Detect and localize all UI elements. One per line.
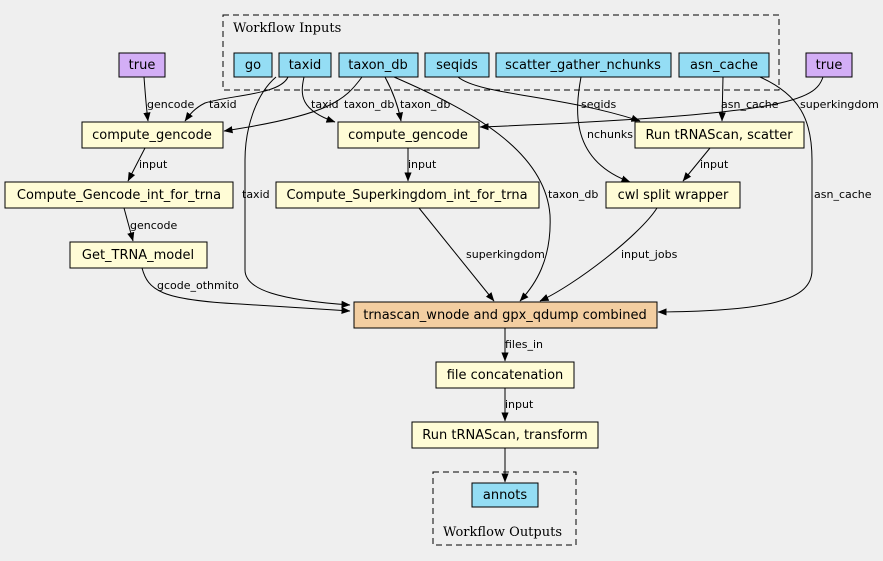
edge-label-asncache-combined: asn_cache xyxy=(814,188,872,201)
edge-taxondb-to-combined: taxon_db xyxy=(393,76,598,302)
edge-taxid-to-combined: taxid xyxy=(242,76,351,308)
edge-label-taxid-mid: taxid xyxy=(311,98,339,111)
edge-label-taxondb-mid: taxon_db xyxy=(400,98,450,111)
edge-cwl-split-to-combined: input_jobs xyxy=(539,207,678,302)
node-true-left-label: true xyxy=(129,58,156,73)
edge-seqids-to-run-trnascan-scatter: seqids xyxy=(457,76,641,122)
workflow-inputs-label: Workflow Inputs xyxy=(233,21,341,36)
edge-get-trna-model-to-combined: gcode_othmito xyxy=(141,267,351,315)
node-compute-superkingdom-int[interactable]: Compute_Superkingdom_int_for_trna xyxy=(275,181,540,209)
node-true-left[interactable]: true xyxy=(118,52,166,78)
node-file-concatenation[interactable]: file concatenation xyxy=(435,361,575,389)
node-scatter-gather-nchunks[interactable]: scatter_gather_nchunks xyxy=(495,52,672,78)
edge-combined-to-concatenation: files_in xyxy=(501,328,543,362)
edge-label-files-in: files_in xyxy=(505,338,543,351)
node-annots-label: annots xyxy=(483,488,527,503)
edge-label-taxid: taxid xyxy=(209,98,237,111)
node-asn-cache-label: asn_cache xyxy=(690,58,758,73)
node-annots[interactable]: annots xyxy=(471,482,539,508)
edge-label-input-left: input xyxy=(139,158,168,171)
node-seqids[interactable]: seqids xyxy=(424,52,490,78)
edge-label-gencode-model: gencode xyxy=(130,219,177,232)
edge-compute-gencode-left-to-int: input xyxy=(127,147,168,182)
node-run-trnascan-scatter-label: Run tRNAScan, scatter xyxy=(645,128,793,143)
node-go-label: go xyxy=(245,58,261,73)
edge-taxondb-to-compute-gencode-left: taxon_db xyxy=(223,76,394,134)
node-taxid-label: taxid xyxy=(289,58,322,73)
edge-label-gencode: gencode xyxy=(147,98,194,111)
edge-compute-gencode-mid-to-superkingdom: input xyxy=(404,148,437,182)
edge-label-input-jobs: input_jobs xyxy=(621,248,678,261)
edge-asncache-to-run-trnascan-scatter: asn_cache xyxy=(718,76,779,122)
edges: gencode taxid taxid taxon_db taxon_db se… xyxy=(123,76,879,483)
node-go[interactable]: go xyxy=(233,52,273,78)
node-trnascan-combined-label: trnascan_wnode and gpx_qdump combined xyxy=(363,308,646,323)
edge-superkingdom-to-combined: superkingdom xyxy=(418,207,545,302)
nodes: true true go taxid taxon_db seqids scatt… xyxy=(4,52,853,508)
node-taxid[interactable]: taxid xyxy=(278,52,332,78)
node-compute-gencode-mid-label: compute_gencode xyxy=(348,128,468,143)
edge-label-nchunks: nchunks xyxy=(587,128,633,141)
node-cwl-split-wrapper-label: cwl split wrapper xyxy=(618,188,729,203)
edge-concatenation-to-transform: input xyxy=(501,388,534,422)
edge-label-taxondb: taxon_db xyxy=(344,98,394,111)
node-get-trna-model-label: Get_TRNA_model xyxy=(82,248,194,263)
node-true-right[interactable]: true xyxy=(805,52,853,78)
edge-scatter-to-cwl-split: input xyxy=(682,147,729,182)
node-taxon-db[interactable]: taxon_db xyxy=(338,52,419,78)
edge-label-input-mid: input xyxy=(408,158,437,171)
edge-label-taxondb-combined: taxon_db xyxy=(548,188,598,201)
node-compute-gencode-mid[interactable]: compute_gencode xyxy=(337,121,480,149)
edge-label-asncache: asn_cache xyxy=(721,98,779,111)
edge-nchunks-to-cwl-split: nchunks xyxy=(577,76,633,183)
node-cwl-split-wrapper[interactable]: cwl split wrapper xyxy=(605,181,741,209)
edge-true-to-compute-gencode-left: gencode xyxy=(143,76,194,122)
edge-true-right-to-compute-gencode-mid: superkingdom xyxy=(479,76,879,131)
workflow-outputs-label: Workflow Outputs xyxy=(443,525,562,540)
edge-taxid-to-compute-gencode-left: taxid xyxy=(184,76,289,122)
edge-label-superkingdom-combined: superkingdom xyxy=(466,248,545,261)
workflow-inputs-cluster: Workflow Inputs xyxy=(222,14,780,91)
edge-label-taxid-combined: taxid xyxy=(242,188,270,201)
edge-int-to-get-trna-model: gencode xyxy=(123,207,177,242)
node-scatter-gather-nchunks-label: scatter_gather_nchunks xyxy=(505,58,661,73)
edge-label-seqids: seqids xyxy=(581,98,617,111)
edge-taxid-to-compute-gencode-mid: taxid xyxy=(301,76,339,123)
node-compute-gencode-int-label: Compute_Gencode_int_for_trna xyxy=(17,188,221,203)
node-true-right-label: true xyxy=(816,58,843,73)
node-run-trnascan-transform[interactable]: Run tRNAScan, transform xyxy=(411,421,599,449)
node-taxon-db-label: taxon_db xyxy=(348,58,408,73)
edge-asncache-to-combined: asn_cache xyxy=(657,76,872,316)
node-compute-gencode-int[interactable]: Compute_Gencode_int_for_trna xyxy=(4,181,234,209)
edge-label-superkingdom: superkingdom xyxy=(800,98,879,111)
edge-label-gcode-othmito: gcode_othmito xyxy=(157,279,239,292)
edge-label-input-scatter: input xyxy=(700,158,729,171)
node-run-trnascan-scatter[interactable]: Run tRNAScan, scatter xyxy=(634,121,805,149)
node-seqids-label: seqids xyxy=(436,58,478,73)
edge-taxondb-to-compute-gencode-mid: taxon_db xyxy=(384,76,450,122)
node-run-trnascan-transform-label: Run tRNAScan, transform xyxy=(422,428,587,443)
node-file-concatenation-label: file concatenation xyxy=(447,368,564,383)
node-get-trna-model[interactable]: Get_TRNA_model xyxy=(69,241,208,269)
node-asn-cache[interactable]: asn_cache xyxy=(678,52,770,78)
node-compute-gencode-left[interactable]: compute_gencode xyxy=(81,121,224,149)
node-compute-superkingdom-int-label: Compute_Superkingdom_int_for_trna xyxy=(286,188,527,203)
edge-label-input-concat: input xyxy=(505,398,534,411)
node-compute-gencode-left-label: compute_gencode xyxy=(92,128,212,143)
node-trnascan-combined[interactable]: trnascan_wnode and gpx_qdump combined xyxy=(353,301,658,329)
